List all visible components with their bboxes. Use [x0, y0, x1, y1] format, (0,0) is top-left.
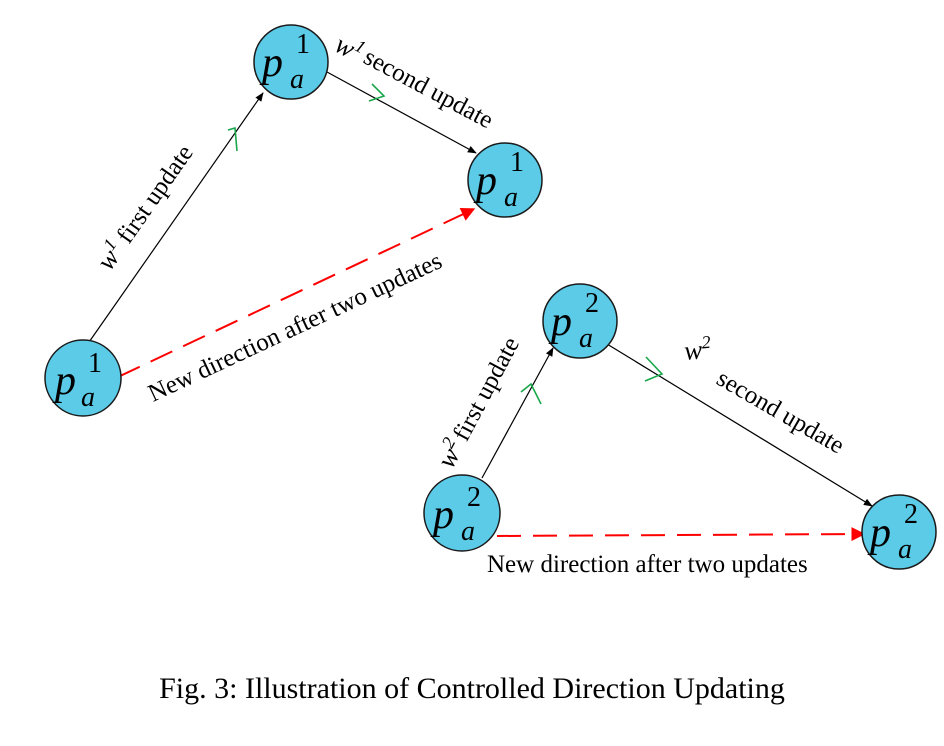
- svg-text:1: 1: [510, 147, 524, 178]
- svg-text:a: a: [898, 534, 912, 565]
- group-1-start-node: p a 1: [44, 339, 122, 417]
- group-2-new-direction-arrow: [496, 527, 866, 542]
- group-2-end-node: p a 2: [861, 494, 937, 570]
- group-1-first-update-label: w1first update: [89, 137, 199, 275]
- group-2: p a 2 p a 2 p a 2 w2first update w2 seco…: [423, 283, 937, 578]
- group-1-first-update-arrow: [86, 92, 264, 346]
- group-1-end-node: p a 1: [467, 142, 543, 218]
- figure-caption: Fig. 3: Illustration of Controlled Direc…: [159, 672, 785, 705]
- svg-text:p: p: [548, 299, 572, 345]
- group-2-second-update-direction-mark: [644, 356, 664, 382]
- group-1-first-update-direction-mark: [227, 126, 238, 152]
- group-1-new-direction-arrow: [117, 208, 476, 378]
- group-1: p a 1 p a 1 p a 1 w1first update w1 seco…: [44, 24, 543, 417]
- group-2-first-update-direction-mark: [520, 382, 542, 405]
- svg-text:a: a: [290, 64, 304, 95]
- svg-text:2: 2: [467, 482, 481, 513]
- svg-text:p: p: [259, 40, 283, 86]
- svg-text:w1first update: w1first update: [89, 137, 199, 275]
- svg-text:p: p: [430, 492, 454, 538]
- group-2-intermediate-node: p a 2: [542, 283, 618, 359]
- group-2-new-direction-label: New direction after two updates: [487, 551, 808, 578]
- group-2-start-node: p a 2: [423, 474, 501, 552]
- svg-text:p: p: [473, 158, 497, 204]
- group-1-new-direction-label: New direction after two updates: [144, 247, 446, 407]
- group-2-second-update-symbol: w2: [683, 332, 713, 366]
- group-1-second-update-arrow: [326, 71, 477, 154]
- svg-text:a: a: [461, 516, 475, 547]
- svg-text:a: a: [504, 182, 518, 213]
- group-2-first-update-label: w2first update: [429, 330, 525, 473]
- svg-text:1: 1: [88, 348, 102, 379]
- svg-text:New direction after two update: New direction after two updates: [144, 247, 446, 407]
- group-2-first-update-arrow: [481, 347, 554, 479]
- group-2-second-update-arrow: [606, 343, 873, 507]
- svg-text:a: a: [81, 382, 95, 413]
- svg-text:second update: second update: [712, 365, 849, 460]
- svg-text:1: 1: [296, 29, 310, 60]
- group-1-second-update-direction-mark: [368, 83, 386, 102]
- svg-text:p: p: [867, 510, 891, 556]
- group-2-second-update-text: second update: [712, 365, 849, 460]
- svg-text:2: 2: [904, 499, 918, 530]
- svg-text:second update: second update: [359, 43, 497, 134]
- svg-text:2: 2: [585, 288, 599, 319]
- group-1-intermediate-node: p a 1: [253, 24, 329, 100]
- svg-text:w2: w2: [683, 332, 713, 366]
- svg-text:a: a: [579, 323, 593, 354]
- svg-text:w2first update: w2first update: [429, 330, 525, 472]
- svg-text:p: p: [52, 358, 76, 404]
- group-1-second-update-text: second update: [359, 43, 497, 134]
